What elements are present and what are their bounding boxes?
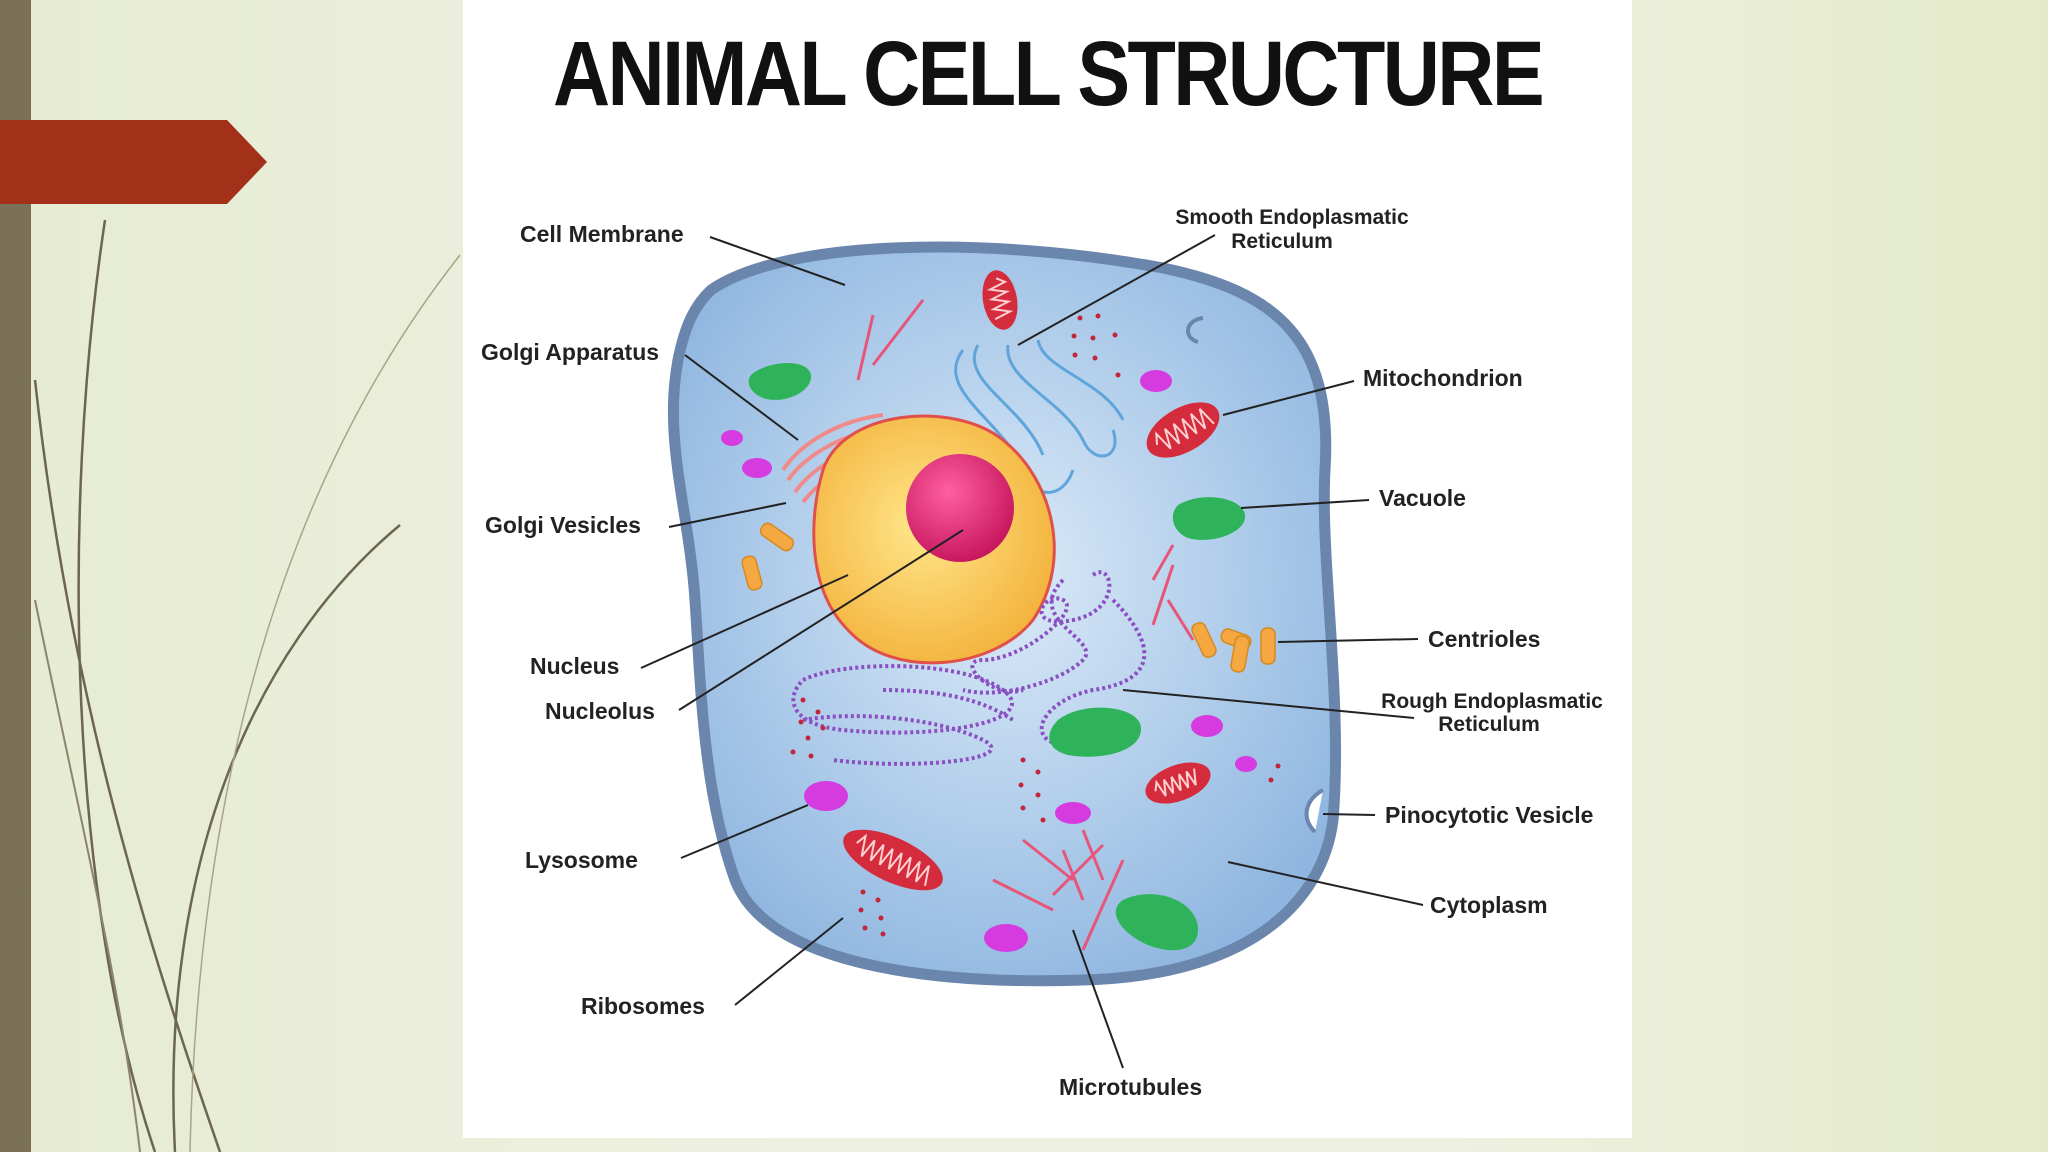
diagram-title: ANIMAL CELL STRUCTURE	[552, 23, 1545, 125]
membrane-notch	[1186, 316, 1204, 344]
label-pinocytotic-vesicle: Pinocytotic Vesicle	[1385, 802, 1593, 828]
label-golgi-apparatus: Golgi Apparatus	[481, 339, 659, 365]
label-centrioles: Centrioles	[1428, 626, 1540, 652]
label-lysosome: Lysosome	[525, 847, 638, 873]
label-vacuole: Vacuole	[1379, 485, 1466, 511]
label-mitochondrion: Mitochondrion	[1363, 365, 1523, 391]
ribosome-dots	[790, 313, 1281, 937]
label-cell-membrane: Cell Membrane	[520, 221, 684, 247]
lysosome-shapes	[721, 370, 1257, 952]
label-cytoplasm: Cytoplasm	[1430, 892, 1548, 918]
decorative-swooshes	[33, 219, 461, 1152]
label-microtubules: Microtubules	[1059, 1074, 1202, 1100]
cell-diagram-image: ANIMAL CELL STRUCTURE	[463, 0, 1632, 1138]
pinocytotic-vesicle-shape	[1304, 788, 1325, 834]
mitochondrion-shapes	[843, 270, 1220, 891]
label-rough-er-line2: Reticulum	[1438, 713, 1540, 736]
smooth-er-shape	[954, 339, 1125, 494]
cell-diagram: Cell Membrane Golgi Apparatus Golgi Vesi…	[481, 206, 1603, 1100]
label-golgi-vesicles: Golgi Vesicles	[485, 512, 641, 538]
centriole-shapes	[741, 522, 1276, 673]
label-nucleus: Nucleus	[530, 653, 619, 679]
accent-arrow	[0, 120, 267, 204]
nucleolus-shape	[906, 454, 1014, 562]
rough-er-shape	[791, 570, 1147, 766]
label-smooth-er-line2: Reticulum	[1231, 230, 1333, 253]
label-nucleolus: Nucleolus	[545, 698, 655, 724]
leader-lines	[640, 234, 1424, 1069]
label-smooth-er-line1: Smooth Endoplasmatic	[1175, 206, 1409, 229]
label-ribosomes: Ribosomes	[581, 993, 705, 1019]
vacuole-shapes	[748, 362, 1246, 951]
microtubule-shapes	[856, 299, 1195, 951]
label-rough-er-line1: Rough Endoplasmatic	[1381, 690, 1603, 713]
